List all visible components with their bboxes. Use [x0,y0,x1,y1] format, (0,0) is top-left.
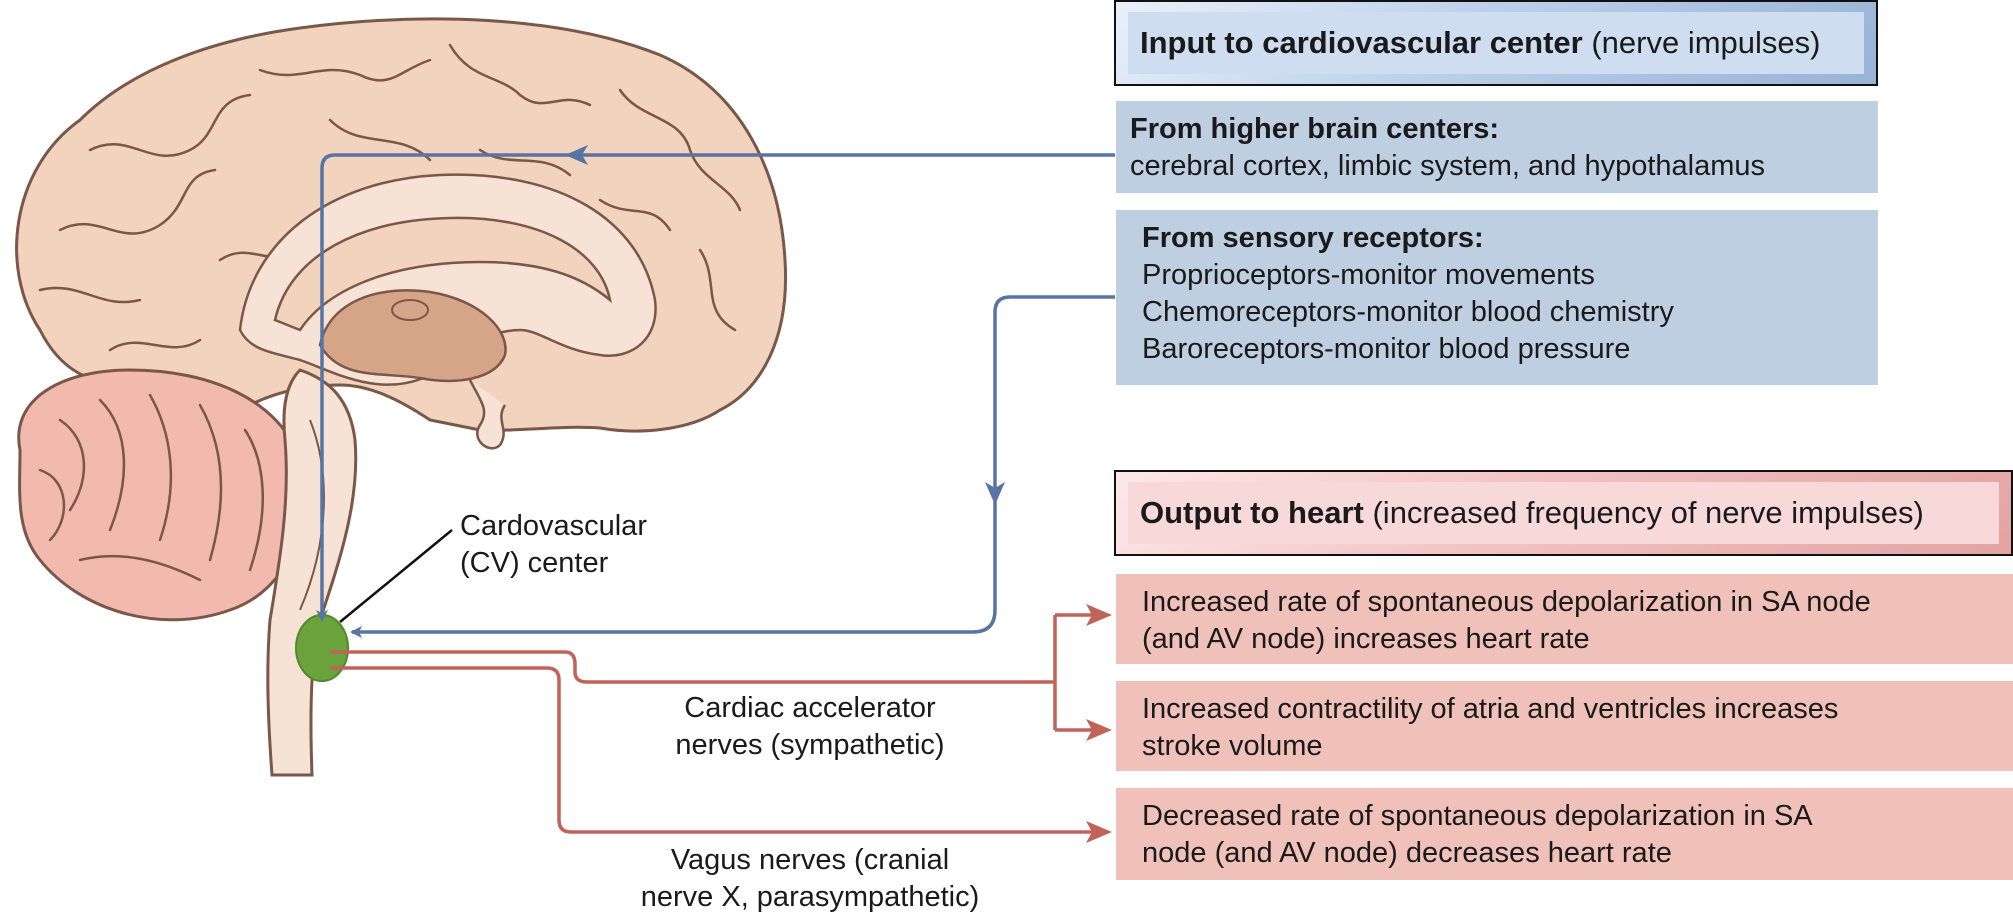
output-2-line-1: Increased contractility of atria and ven… [1142,693,1839,725]
cv-center-leader [339,529,453,623]
sensory-arrow-head [985,482,1005,505]
input-header-title: Input to cardiovascular center [1140,25,1583,60]
output-3-line-1: Decreased rate of spontaneous depolariza… [1142,800,1813,832]
vagus-nerve-line [330,666,1098,834]
sensory-title: From sensory receptors: [1142,222,1484,254]
cv-center-label: Cardovascular (CV) center [460,510,647,579]
output-box-heart-rate-decrease: Decreased rate of spontaneous depolariza… [1116,788,2013,880]
higher-centers-title: From higher brain centers: [1130,113,1500,145]
vagus-arrow-head [1086,821,1112,843]
cerebellum-folia [38,393,264,582]
brainstem [266,368,358,777]
input-header: Input to cardiovascular center (nerve im… [1114,0,1878,86]
thalamus [318,289,507,383]
brain-illustration [15,17,788,777]
sensory-item: Proprioceptors-monitor movements [1142,259,1595,291]
higher-centers-arrow [316,153,1115,622]
output-box-contractility: Increased contractility of atria and ven… [1116,681,2013,771]
corpus-callosum [273,216,612,332]
sensory-item: Chemoreceptors-monitor blood chemistry [1142,296,1674,328]
cv-center [295,614,349,682]
higher-centers-arrow-head [565,145,588,165]
accelerator-arrow-2-head [1086,719,1112,741]
output-2-line-2: stroke volume [1142,730,1323,762]
sensory-arrow [350,295,1115,638]
higher-centers-box: From higher brain centers: cerebral cort… [1116,101,1878,193]
output-header-title: Output to heart [1140,495,1364,530]
accelerator-nerves-label: Cardiac accelerator nerves (sympathetic) [675,692,945,761]
output-1-line-1: Increased rate of spontaneous depolariza… [1142,586,1871,618]
accelerator-nerve-line [330,650,1055,684]
input-header-subtitle: (nerve impulses) [1591,25,1821,60]
vagus-nerves-label: Vagus nerves (cranial nerve X, parasympa… [640,844,980,913]
higher-centers-text: cerebral cortex, limbic system, and hypo… [1130,150,1766,182]
sensory-item: Baroreceptors-monitor blood pressure [1142,333,1631,365]
output-box-heart-rate-increase: Increased rate of spontaneous depolariza… [1116,574,2013,664]
output-header: Output to heart (increased frequency of … [1114,470,2013,556]
output-header-subtitle: (increased frequency of nerve impulses) [1372,495,1924,530]
accelerator-arrow-1-head [1086,604,1112,626]
output-1-line-2: (and AV node) increases heart rate [1142,623,1590,655]
pituitary [468,379,507,450]
output-3-line-2: node (and AV node) decreases heart rate [1142,837,1672,869]
sensory-receptors-box: From sensory receptors: Proprioceptors-m… [1116,210,1878,385]
